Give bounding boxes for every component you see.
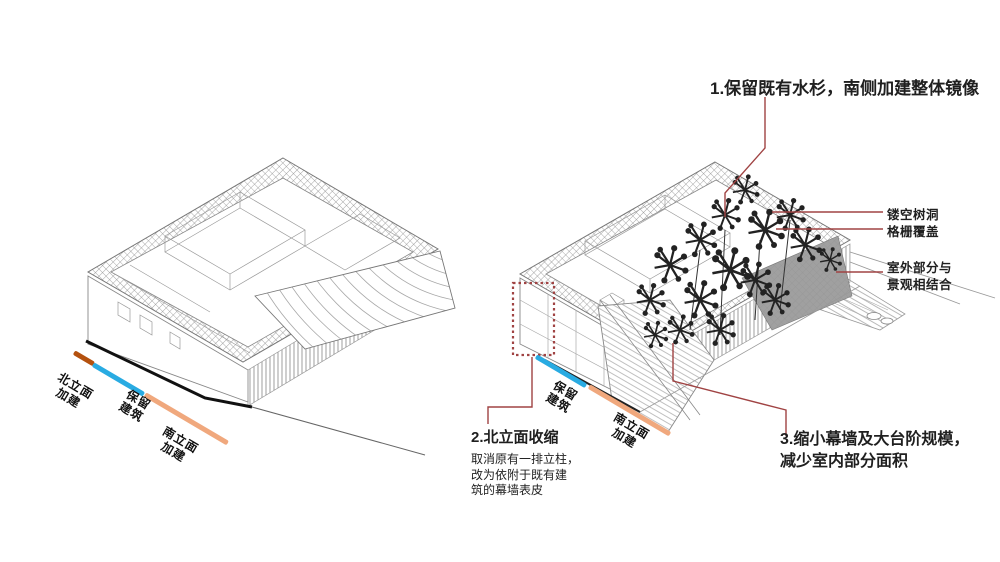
north-facade-dotted-box <box>511 281 556 357</box>
callout-tree-hole: 镂空树洞 <box>887 208 940 222</box>
leader-line-note2 <box>487 357 533 424</box>
left-grand-steps-fan <box>254 250 456 350</box>
tree-cluster <box>635 173 843 350</box>
leader-line-note1 <box>724 97 766 217</box>
terrace-stone <box>866 312 882 320</box>
annotation-leaders <box>487 97 883 436</box>
left-roof-inner <box>110 177 414 348</box>
note2-body-line: 筑的幕墙表皮 <box>471 483 544 497</box>
right-curtainwall-fan <box>597 294 715 433</box>
leader-line-note3 <box>672 343 787 436</box>
left-building-drawing <box>85 157 456 456</box>
left-facade-windows <box>117 301 181 350</box>
right-building-drawing <box>518 161 996 433</box>
note2-body-line: 改为依附于既有建 <box>471 467 568 482</box>
note2: 2.北立面收缩 取消原有一排立柱， 改为依附于既有建 筑的幕墙表皮 <box>471 426 631 499</box>
callout-outdoor-line1: 室外部分与 <box>887 261 953 275</box>
left-roof-interior-walls <box>117 191 401 354</box>
left-ground-line <box>85 339 253 409</box>
note3-line1: 3.缩小幕墙及大台阶规模， <box>780 431 970 448</box>
left-plinth-line <box>251 406 426 456</box>
callout-outdoor-landscape: 室外部分与 景观相结合 <box>887 260 952 294</box>
terrace-stone <box>880 317 894 325</box>
note2-title: 2.北立面收缩 <box>471 429 559 446</box>
callout-outdoor-line2: 景观相结合 <box>887 278 953 292</box>
note1-title: 1.保留既有水杉，南侧加建整体镜像 <box>710 79 980 98</box>
note3-line2: 减少室内部分面积 <box>780 453 909 470</box>
callout-grille-cover: 格栅覆盖 <box>887 225 940 239</box>
note3: 3.缩小幕墙及大台阶规模， 减少室内部分面积 <box>780 429 969 473</box>
right-plinth-line <box>639 285 861 413</box>
note2-body-line: 取消原有一排立柱， <box>471 452 580 466</box>
